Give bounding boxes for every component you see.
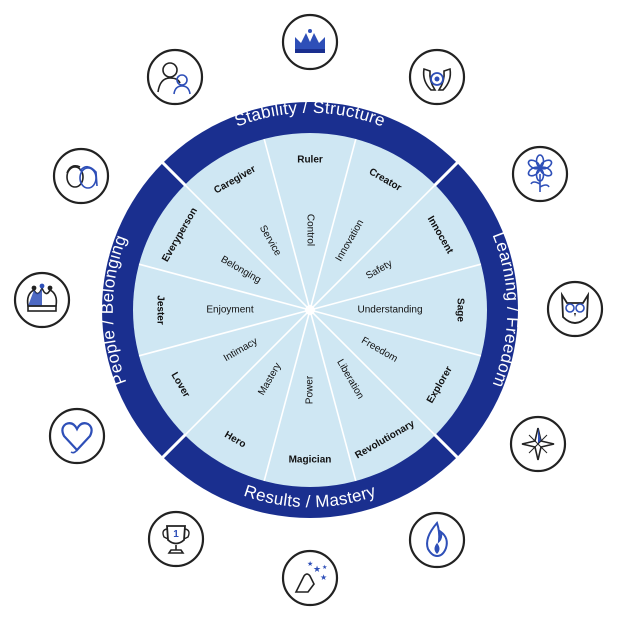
sector-divider bbox=[184, 312, 308, 436]
parent-child-icon bbox=[146, 48, 204, 106]
flower-icon bbox=[511, 145, 569, 203]
quadrant-dividers bbox=[161, 161, 459, 459]
value-label-power: Power bbox=[305, 375, 316, 404]
value-label-control: Control bbox=[305, 214, 316, 246]
flame-icon bbox=[408, 511, 466, 569]
archetype-label-ruler: Ruler bbox=[297, 155, 323, 166]
svg-text:★: ★ bbox=[322, 564, 327, 571]
svg-text:★: ★ bbox=[320, 573, 327, 582]
magic-hand-icon: ★ ★ ★ ★ bbox=[281, 549, 339, 607]
quadrant-divider bbox=[161, 433, 187, 459]
archetype-label-sage: Sage bbox=[455, 298, 466, 322]
compass-icon bbox=[509, 415, 567, 473]
jester-hat-icon bbox=[13, 271, 71, 329]
sector-divider bbox=[312, 184, 436, 308]
quadrant-divider bbox=[433, 433, 459, 459]
sector-divider bbox=[263, 313, 310, 482]
heart-icon bbox=[48, 407, 106, 465]
sector-divider bbox=[310, 138, 357, 307]
quadrant-divider bbox=[161, 161, 187, 187]
sector-divider bbox=[263, 138, 310, 307]
two-faces-icon bbox=[52, 147, 110, 205]
svg-text:★: ★ bbox=[307, 560, 313, 568]
owl-icon bbox=[546, 280, 604, 338]
archetype-label-jester: Jester bbox=[155, 295, 166, 325]
sector-divider bbox=[313, 310, 482, 357]
svg-text:★: ★ bbox=[313, 565, 321, 575]
svg-text:1: 1 bbox=[173, 529, 179, 540]
sector-divider bbox=[312, 312, 436, 436]
sector-divider bbox=[184, 184, 308, 308]
center-hub bbox=[305, 305, 315, 315]
archetype-label-magician: Magician bbox=[289, 455, 332, 466]
value-label-understanding: Understanding bbox=[357, 305, 422, 316]
sector-lines bbox=[138, 138, 482, 482]
crown-icon bbox=[281, 13, 339, 71]
creating-hands-icon bbox=[408, 48, 466, 106]
value-label-enjoyment: Enjoyment bbox=[206, 305, 253, 316]
sector-divider bbox=[138, 263, 307, 310]
sector-divider bbox=[138, 310, 307, 357]
trophy-icon: 1 bbox=[147, 510, 205, 568]
quadrant-divider bbox=[433, 161, 459, 187]
sector-divider bbox=[310, 313, 357, 482]
sector-divider bbox=[313, 263, 482, 310]
